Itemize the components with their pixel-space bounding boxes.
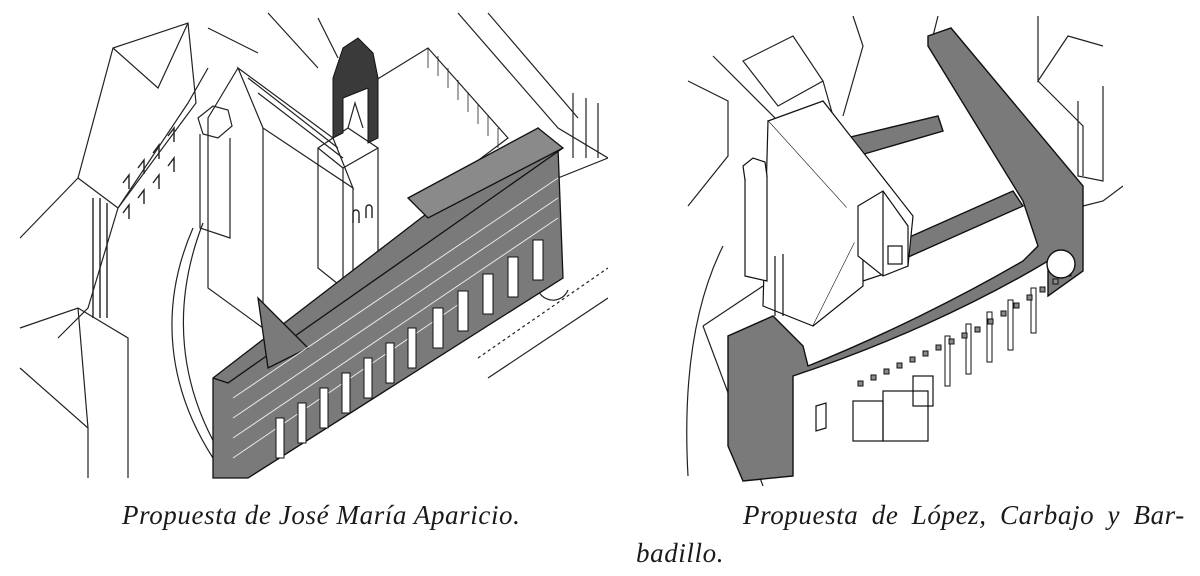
caption-right-line2: badillo. (636, 538, 725, 568)
figure-jose-maria-aparicio-drawing (18, 8, 608, 486)
figure-lopez-carbajo-barbadillo-drawing (683, 6, 1123, 490)
caption-right-line1: Propuesta de López, Carbajo y Bar- (743, 500, 1185, 530)
caption-left: Propuesta de José María Aparicio. (122, 500, 521, 530)
axonometric-drawing-right (686, 15, 1123, 487)
axonometric-drawing-left (19, 12, 608, 479)
